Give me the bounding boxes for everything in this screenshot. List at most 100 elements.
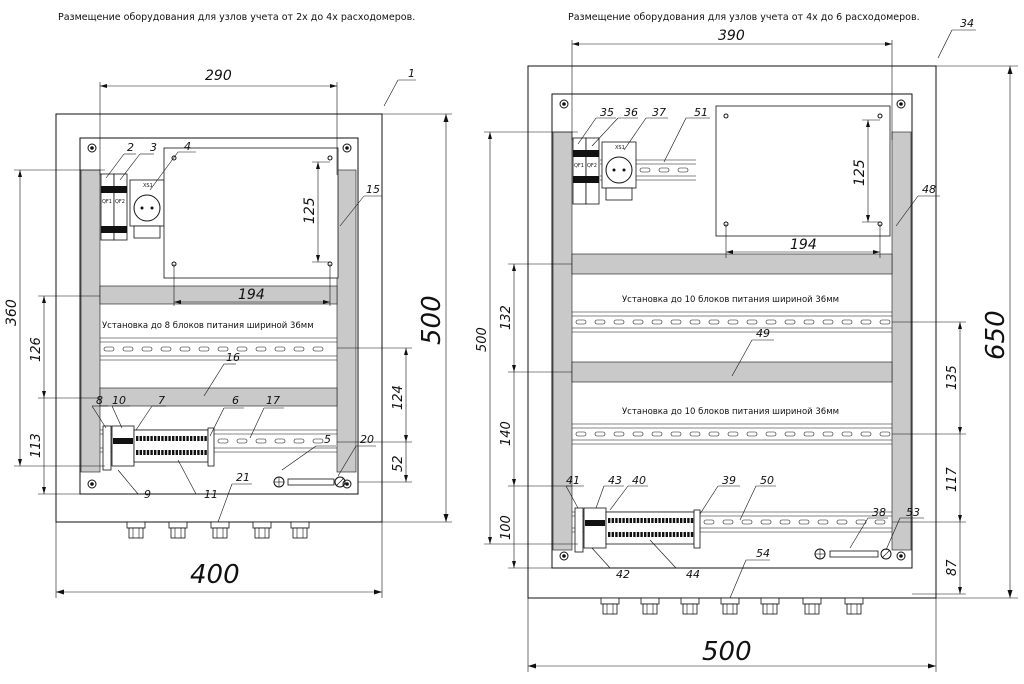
- left-din-rail-upper: [100, 337, 337, 361]
- svg-text:43: 43: [608, 474, 622, 487]
- svg-text:41: 41: [566, 474, 580, 487]
- svg-text:51: 51: [694, 106, 708, 119]
- right-cable-glands: [600, 597, 864, 615]
- svg-text:XS1: XS1: [615, 145, 625, 151]
- left-corner-screws: [87, 143, 352, 489]
- dim-right-135: 135: [945, 365, 960, 390]
- right-terminal-block: [574, 507, 701, 553]
- svg-text:16: 16: [226, 351, 240, 364]
- dim-left-290: 290: [205, 68, 232, 84]
- right-duct-right: [891, 131, 912, 551]
- svg-text:49: 49: [756, 327, 770, 340]
- svg-text:21: 21: [236, 471, 250, 484]
- svg-text:7: 7: [158, 394, 165, 407]
- dim-right-132: 132: [499, 305, 514, 330]
- dim-left-400: 400: [190, 560, 240, 590]
- right-mount-plate: [551, 93, 913, 569]
- svg-text:QF1: QF1: [102, 199, 112, 205]
- right-callouts: 34 35 36 37 51 48 49 41 43 40 39 50 38 5…: [565, 17, 976, 599]
- right-caption-upper: Установка до 10 блоков питания шириной 3…: [622, 295, 839, 305]
- svg-text:3: 3: [150, 141, 157, 154]
- left-title: Размещение оборудования для узлов учета …: [58, 12, 415, 23]
- dim-left-125: 125: [302, 197, 318, 224]
- svg-text:11: 11: [204, 488, 218, 501]
- right-duct-h1: [571, 253, 893, 275]
- left-breakers: QF1 QF2: [100, 173, 128, 241]
- right-breakers: QF1 QF2: [572, 137, 600, 205]
- right-socket-xs1: XS1: [601, 141, 637, 201]
- svg-text:QF2: QF2: [115, 199, 125, 205]
- dim-right-194: 194: [790, 237, 817, 253]
- svg-text:2: 2: [127, 141, 134, 154]
- svg-text:48: 48: [922, 183, 936, 196]
- left-duct-h2: [99, 387, 338, 407]
- left-cable-glands: [126, 521, 310, 539]
- dim-left-360: 360: [4, 299, 20, 326]
- right-device-plate: [715, 105, 891, 237]
- svg-text:XS1: XS1: [143, 183, 153, 189]
- dim-right-500-w: 500: [702, 637, 752, 667]
- svg-text:20: 20: [360, 433, 374, 446]
- dim-left-52: 52: [391, 455, 406, 472]
- left-socket-xs1: XS1: [129, 179, 165, 239]
- svg-text:6: 6: [232, 394, 239, 407]
- left-busbar: [273, 476, 346, 488]
- dim-left-124: 124: [391, 385, 406, 410]
- svg-text:34: 34: [960, 17, 974, 30]
- left-cabinet: Установка до 8 блоков питания шириной 36…: [55, 113, 383, 539]
- left-duct-h1: [99, 285, 338, 305]
- svg-text:54: 54: [756, 547, 770, 560]
- svg-text:QF1: QF1: [574, 163, 584, 169]
- left-caption: Установка до 8 блоков питания шириной 36…: [102, 321, 314, 331]
- left-dimensions: 290 400 500 360 126 113 124: [4, 68, 452, 598]
- dim-right-390: 390: [718, 28, 745, 44]
- right-caption-lower: Установка до 10 блоков питания шириной 3…: [622, 407, 839, 417]
- dim-left-126: 126: [29, 337, 44, 362]
- svg-text:1: 1: [408, 67, 415, 80]
- svg-text:17: 17: [266, 394, 280, 407]
- right-duct-h2: [571, 361, 893, 383]
- svg-text:8: 8: [96, 394, 103, 407]
- left-terminal-block: [102, 425, 215, 471]
- dim-left-194: 194: [238, 287, 265, 303]
- right-corner-screws: [559, 99, 906, 561]
- svg-text:44: 44: [686, 568, 700, 581]
- svg-text:5: 5: [324, 433, 331, 446]
- svg-text:50: 50: [760, 474, 774, 487]
- dim-right-117: 117: [945, 466, 960, 492]
- dim-right-650: 650: [981, 310, 1011, 360]
- svg-text:QF2: QF2: [587, 163, 597, 169]
- right-title: Размещение оборудования для узлов учета …: [568, 12, 920, 23]
- svg-text:40: 40: [632, 474, 646, 487]
- svg-text:38: 38: [872, 506, 886, 519]
- svg-text:4: 4: [184, 140, 191, 153]
- right-cabinet: Установка до 10 блоков питания шириной 3…: [527, 65, 937, 615]
- dim-right-100: 100: [499, 515, 514, 540]
- svg-text:15: 15: [366, 183, 380, 196]
- svg-text:10: 10: [112, 394, 126, 407]
- left-mount-plate: [79, 137, 359, 495]
- left-duct-right: [336, 169, 357, 473]
- svg-text:35: 35: [600, 106, 614, 119]
- svg-text:42: 42: [616, 568, 630, 581]
- right-dimensions: 390 500 650 500 132 140 100: [475, 28, 1018, 672]
- left-duct-left: [80, 169, 101, 473]
- dim-right-140: 140: [499, 421, 514, 446]
- svg-text:39: 39: [722, 474, 736, 487]
- dim-left-500: 500: [417, 295, 447, 345]
- right-busbar: [814, 548, 892, 560]
- dim-right-87: 87: [945, 559, 960, 576]
- svg-text:36: 36: [624, 106, 638, 119]
- left-callouts: 1 2 3 4 15 16 8 10 7 6 17 5 20 9 11 21: [91, 67, 416, 523]
- svg-text:9: 9: [144, 488, 151, 501]
- dim-right-500-h: 500: [475, 327, 490, 352]
- svg-text:53: 53: [906, 506, 920, 519]
- right-din-rail-2: [572, 423, 892, 445]
- right-din-rail-1: [572, 311, 892, 333]
- right-duct-left: [552, 131, 573, 551]
- left-device-plate: [163, 147, 339, 279]
- dim-left-113: 113: [29, 433, 44, 458]
- dim-right-125: 125: [852, 159, 868, 186]
- svg-text:37: 37: [652, 106, 666, 119]
